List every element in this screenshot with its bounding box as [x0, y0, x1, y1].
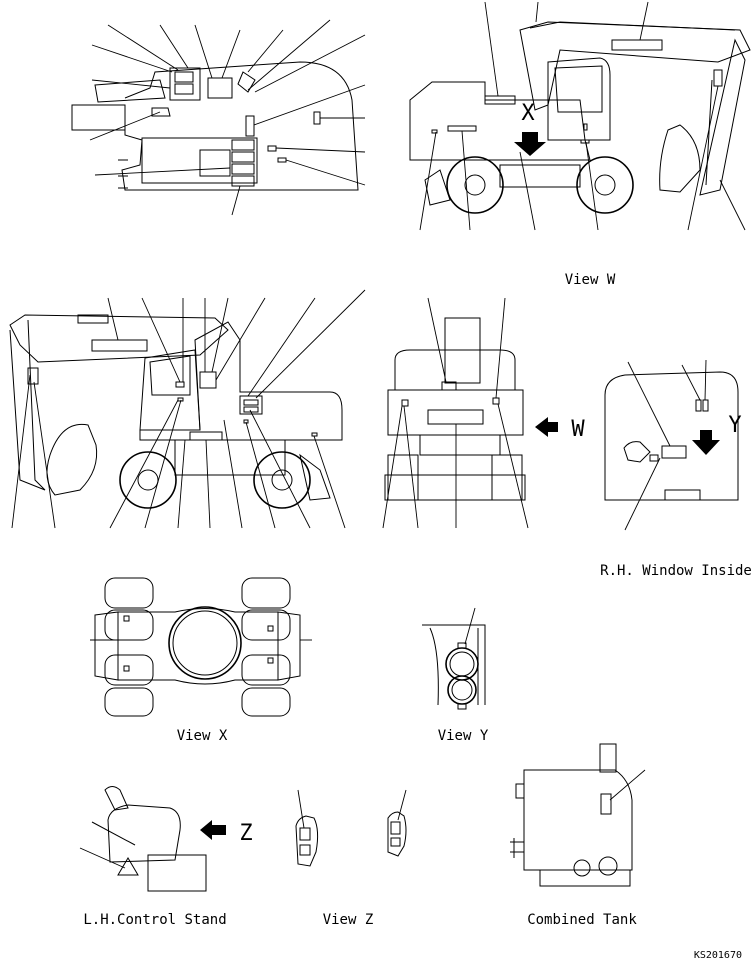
- machine-top-view: [71, 19, 366, 216]
- view-w-side-elevation: X View W: [409, 1, 751, 288]
- rh-window-inside-view: Y R.H. Window Inside: [600, 359, 752, 579]
- machine-side-elevation: [9, 289, 366, 529]
- view-x-marker: X: [521, 101, 535, 126]
- lh-control-stand-view: Z L.H.Control Stand: [79, 786, 253, 928]
- lh-control-stand-label: L.H.Control Stand: [83, 912, 226, 928]
- view-y-marker: Y: [728, 413, 741, 438]
- view-z-marker: Z: [239, 821, 252, 846]
- view-y-detail: View Y: [422, 607, 489, 744]
- machine-rear-view: W: [382, 297, 585, 529]
- view-x-label: View X: [177, 728, 228, 744]
- view-w-marker: W: [571, 417, 585, 442]
- view-z-label: View Z: [323, 912, 374, 928]
- view-z-detail: View Z: [295, 789, 407, 928]
- view-w-label: View W: [565, 272, 616, 288]
- view-x-plan: View X: [90, 577, 312, 744]
- view-y-label: View Y: [438, 728, 489, 744]
- combined-tank-label: Combined Tank: [527, 912, 637, 928]
- drawing-code: KS201670: [694, 950, 742, 961]
- rh-window-inside-label: R.H. Window Inside: [600, 563, 752, 579]
- combined-tank-view: Combined Tank: [510, 743, 646, 928]
